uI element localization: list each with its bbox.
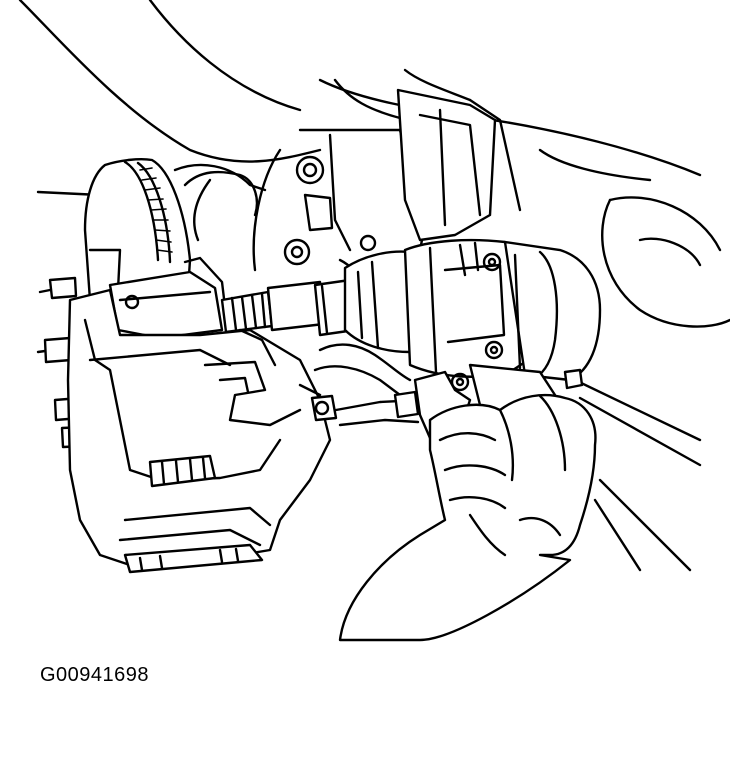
brake-rotor (83, 158, 192, 302)
chassis-background (18, 0, 730, 572)
caliper-bracket (108, 256, 230, 340)
brake-hose (310, 343, 432, 427)
steering-knuckle (173, 88, 497, 332)
brake-caliper (66, 288, 332, 574)
caliper-bolt (220, 280, 326, 334)
figure-id-label: G00941698 (40, 664, 150, 686)
technician-hand (338, 393, 597, 642)
